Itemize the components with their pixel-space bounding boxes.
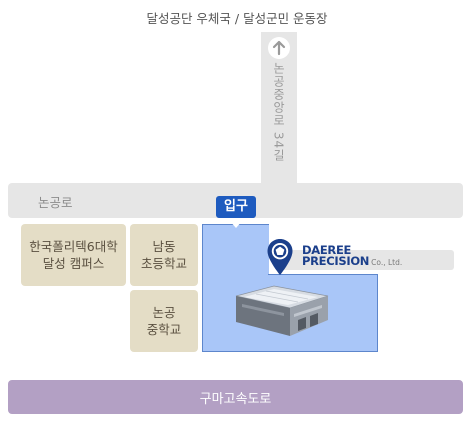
polytech-campus-block: 한국폴리텍6대학 달성 캠퍼스 [21,224,126,286]
up-arrow-icon [268,37,290,59]
location-pin-icon [266,238,294,280]
namdong-elementary-label: 남동 초등학교 [140,239,187,271]
company-suffix: Co., Ltd. [371,258,403,267]
highway: 구마고속도로 [8,380,463,414]
entrance-label: 입구 [216,196,256,218]
nongong-middle-label: 논공 중학교 [146,305,182,337]
factory-building-icon [232,280,332,344]
access-road [281,250,454,270]
horizontal-road-label: 논공로 [38,195,73,210]
entrance-pointer [229,220,243,228]
company-name-line2: PRECISION [302,254,370,268]
company-site-area [202,224,269,352]
polytech-campus-label: 한국폴리텍6대학 달성 캠퍼스 [29,239,118,271]
nongong-middle-block: 논공 중학교 [130,290,198,352]
highway-label: 구마고속도로 [199,391,272,407]
namdong-elementary-block: 남동 초등학교 [130,224,198,286]
destination-label: 달성공단 우체국 / 달성군민 운동장 [146,11,328,26]
company-name-line1: DAEREE [302,243,352,257]
vertical-road-label: 논공중앙로 34길 [271,62,286,163]
